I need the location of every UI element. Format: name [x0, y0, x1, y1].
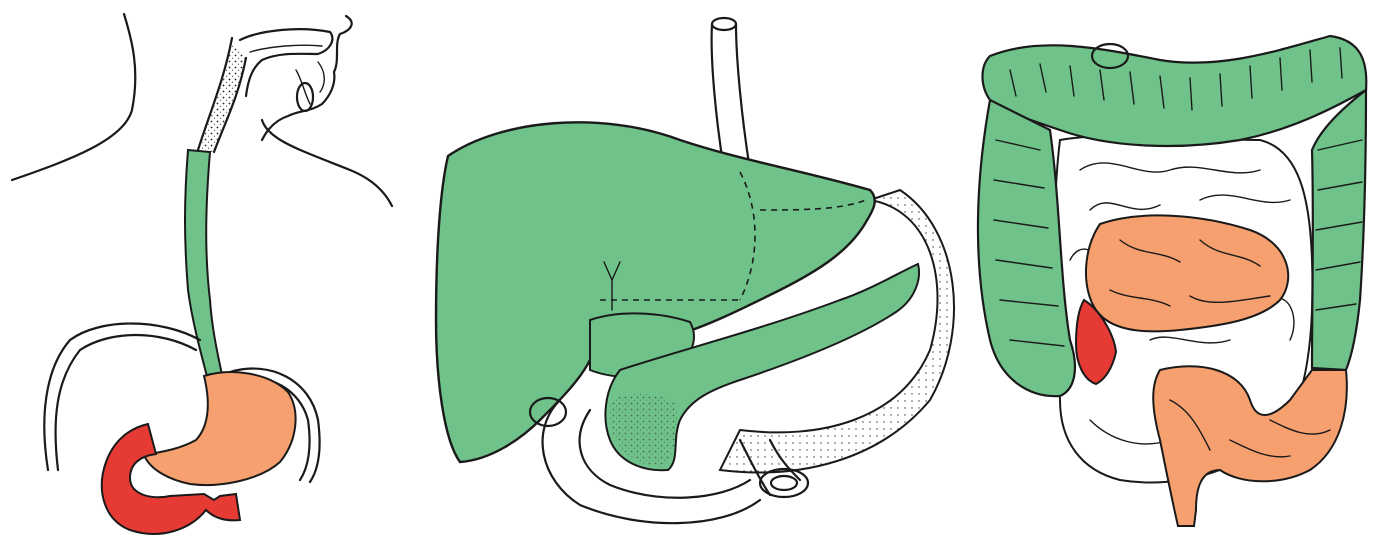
face-profile [262, 16, 352, 140]
vessel-opening [712, 18, 736, 30]
stomach [144, 372, 296, 485]
neck-outline [12, 14, 135, 180]
panel-liver-and-pancreas [436, 18, 954, 523]
vessel-lower-lumen [771, 476, 797, 490]
panel-intestines [978, 36, 1366, 526]
descending-colon [1312, 90, 1366, 370]
vessel-upper [712, 24, 750, 170]
esophagus [185, 150, 222, 380]
uvula [297, 83, 313, 111]
pharynx-shading [200, 40, 246, 152]
jejunum [1086, 215, 1288, 331]
vessel-lower-opening [760, 469, 808, 497]
shoulder-right-outline [262, 120, 392, 206]
panel-upper-digestive-tract [12, 14, 392, 534]
